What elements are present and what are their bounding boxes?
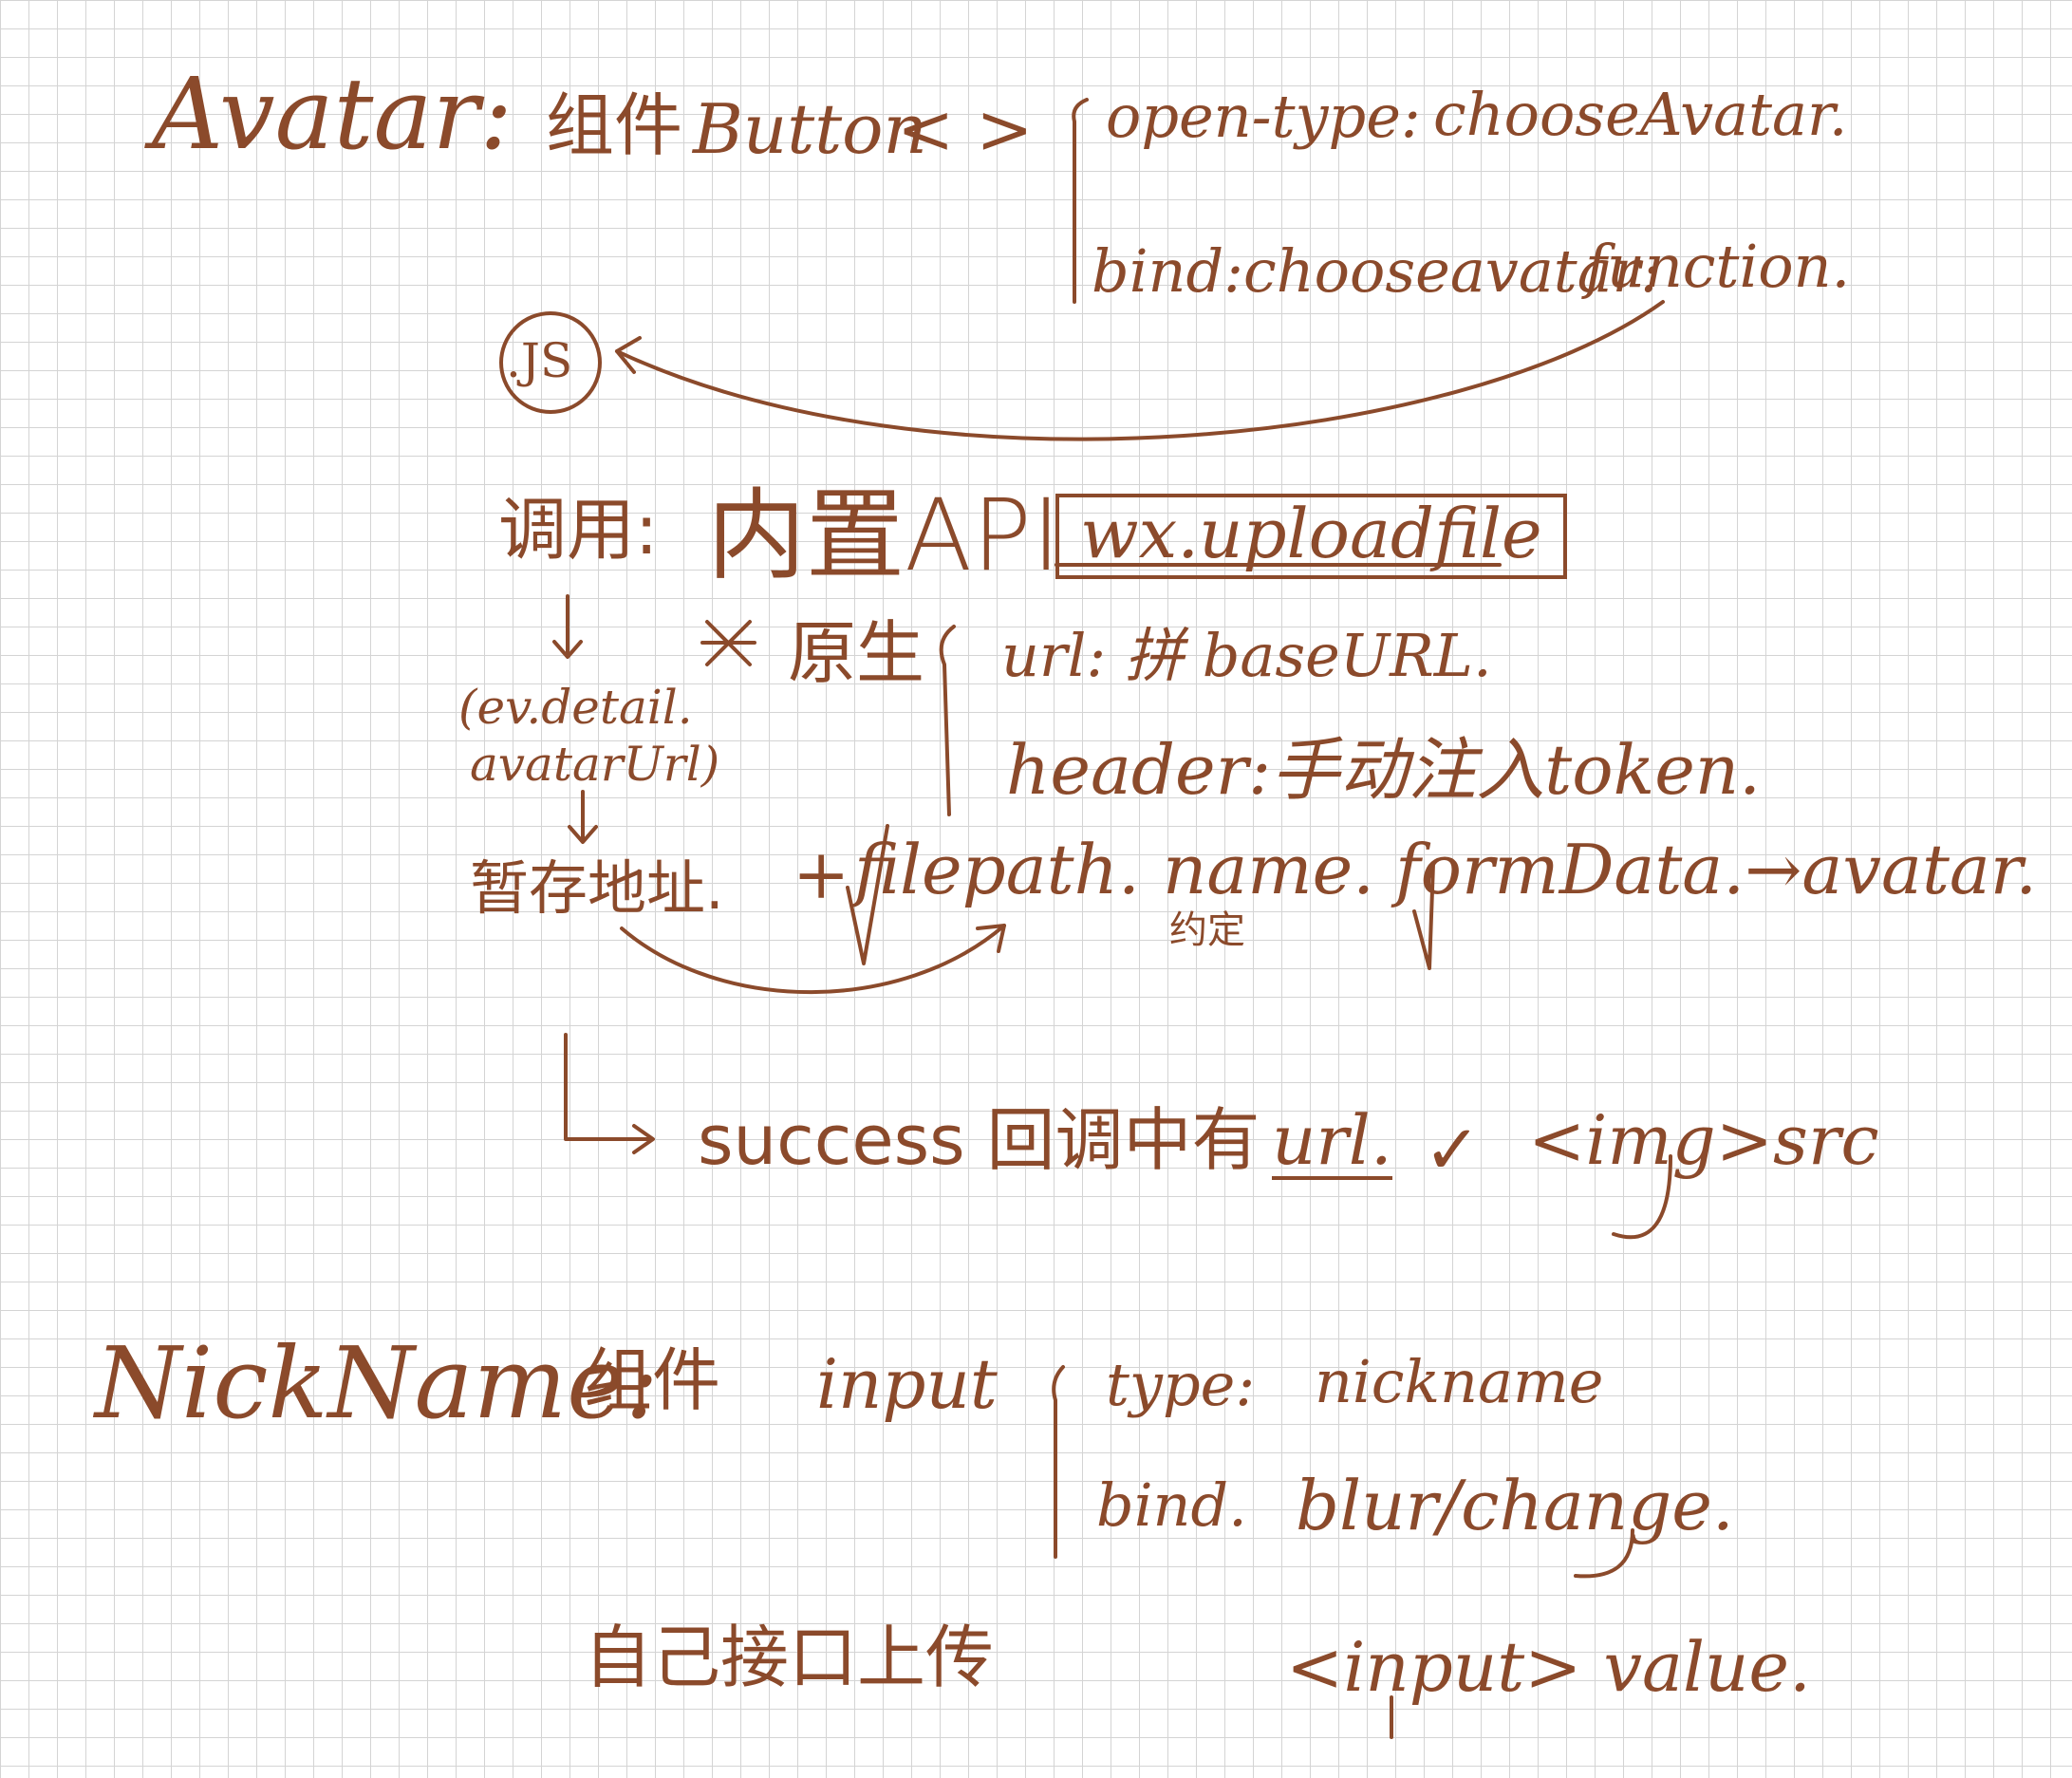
builtin-api: 内置API bbox=[707, 477, 1061, 593]
nickname-brace bbox=[1052, 1365, 1065, 1559]
star-mark bbox=[700, 620, 756, 666]
open-type-value: chooseAvatar. bbox=[1433, 80, 1848, 149]
open-type-label: open-type: bbox=[1106, 82, 1421, 151]
result-url: url. bbox=[1272, 1100, 1392, 1180]
img-hook bbox=[1612, 1154, 1672, 1240]
check-mark: ✓ bbox=[1424, 1110, 1482, 1189]
nickname-type-label: type: bbox=[1106, 1350, 1256, 1419]
avatar-title: Avatar: bbox=[152, 56, 513, 172]
success-callback: success 回调中有 bbox=[698, 1100, 1260, 1180]
success-elbow-arrow bbox=[564, 1033, 655, 1154]
name-param: name. bbox=[1163, 830, 1375, 909]
call-label: 调用: bbox=[498, 490, 659, 570]
img-src: <img>src bbox=[1528, 1100, 1879, 1180]
avatar-brace bbox=[1072, 98, 1089, 304]
temp-address: 暂存地址. bbox=[470, 853, 724, 923]
avatar-component-label: 组件 bbox=[546, 85, 683, 165]
filepath-checkmark bbox=[846, 824, 889, 965]
down-arrow-1 bbox=[552, 594, 583, 659]
filepath-arc bbox=[620, 924, 1006, 995]
input-value: <input> value. bbox=[1286, 1627, 1811, 1707]
native-label: 原生 bbox=[788, 613, 925, 693]
callback-arc-arrowhead bbox=[615, 336, 642, 374]
filepath-param: filepath. bbox=[854, 830, 1140, 909]
plus-sign: + bbox=[793, 834, 850, 914]
bind-value: function. bbox=[1585, 232, 1851, 301]
header-param: header:手动注入token. bbox=[1006, 730, 1762, 810]
url-param: url: 拼 baseURL. bbox=[1001, 621, 1492, 690]
api-name-box: wx.uploadfile bbox=[1055, 494, 1567, 579]
params-brace bbox=[939, 625, 956, 816]
down-arrow-2 bbox=[568, 790, 598, 844]
ev-detail: (ev.detail. bbox=[458, 680, 693, 735]
name-note: 约定 bbox=[1169, 908, 1245, 952]
formdata-checkmark bbox=[1412, 862, 1435, 970]
nickname-component-name: input bbox=[816, 1344, 998, 1424]
change-hook bbox=[1574, 1528, 1634, 1579]
bind-label: bind:chooseavatar: bbox=[1092, 236, 1661, 306]
js-badge-circle bbox=[499, 311, 602, 414]
formdata-param: formData.→avatar. bbox=[1395, 830, 2038, 909]
filepath-arc-arrowhead bbox=[976, 924, 1006, 953]
nickname-type-value: nickname bbox=[1315, 1347, 1604, 1416]
avatar-url: avatarUrl) bbox=[470, 737, 720, 792]
upload-self: 自己接口上传 bbox=[584, 1618, 995, 1697]
nickname-bind-label: bind. bbox=[1096, 1470, 1247, 1540]
callback-arc-to-js bbox=[615, 300, 1665, 441]
js-badge: .JS bbox=[506, 333, 573, 388]
avatar-brackets: < > bbox=[897, 89, 1034, 169]
nickname-component-label: 组件 bbox=[584, 1340, 721, 1420]
avatar-component-name: Button bbox=[693, 89, 927, 169]
nickname-title: NickName: bbox=[95, 1325, 659, 1441]
nickname-bind-value: blur/change. bbox=[1296, 1466, 1734, 1545]
